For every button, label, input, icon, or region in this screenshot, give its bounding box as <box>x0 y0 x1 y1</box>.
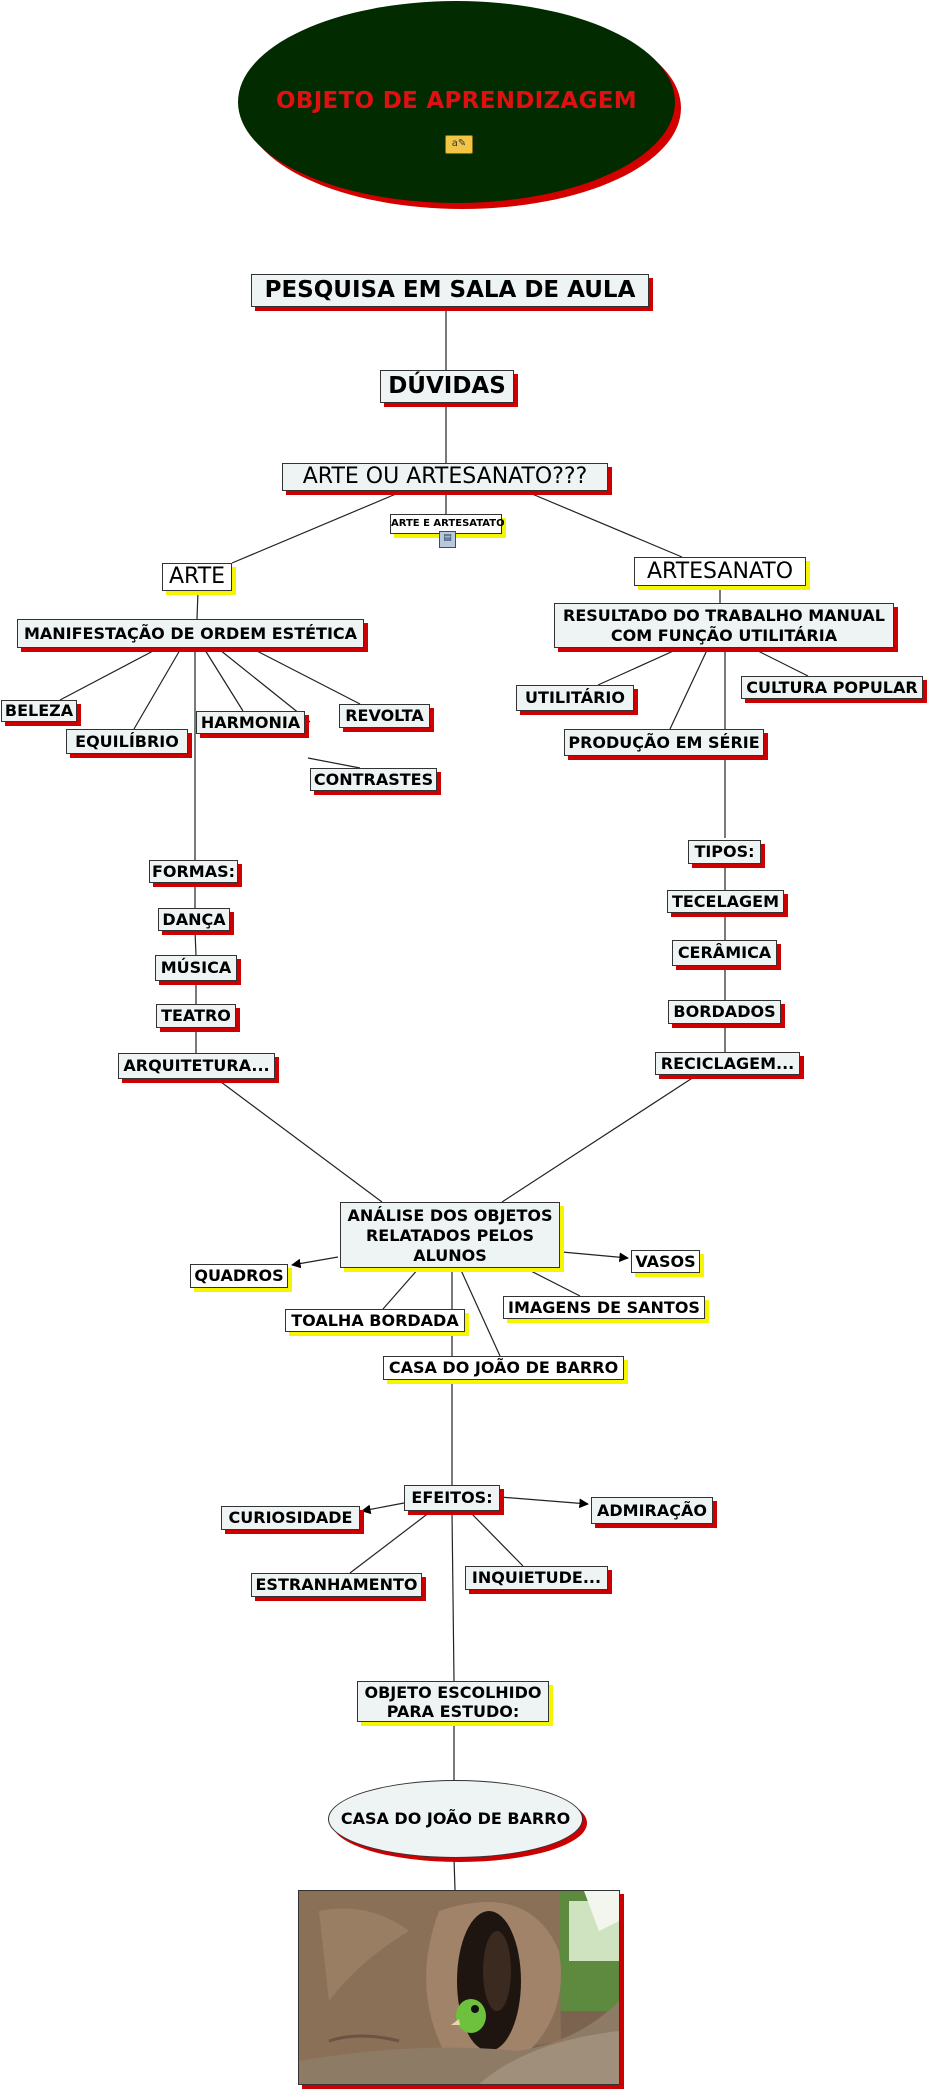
node-imagens-santos: IMAGENS DE SANTOS <box>503 1296 705 1319</box>
node-objeto-escolhido: OBJETO ESCOLHIDO PARA ESTUDO: <box>357 1681 549 1722</box>
node-reciclagem: RECICLAGEM... <box>655 1052 800 1075</box>
node-estranhamento: ESTRANHAMENTO <box>251 1573 422 1597</box>
analise-line-3: ALUNOS <box>413 1246 487 1265</box>
node-formas: FORMAS: <box>149 860 238 883</box>
node-equilibrio: EQUILÍBRIO <box>66 729 188 754</box>
node-curiosidade: CURIOSIDADE <box>221 1506 360 1530</box>
node-danca: DANÇA <box>158 908 230 931</box>
node-cultura-popular: CULTURA POPULAR <box>741 676 923 699</box>
node-inquietude: INQUIETUDE... <box>465 1566 608 1590</box>
node-arte-ou-artesanato: ARTE OU ARTESANATO??? <box>282 463 608 491</box>
objeto-line-2: PARA ESTUDO: <box>386 1702 520 1721</box>
node-resultado: RESULTADO DO TRABALHO MANUAL COM FUNÇÃO … <box>554 603 894 648</box>
node-tipos: TIPOS: <box>688 840 761 864</box>
node-artesanato: ARTESANATO <box>634 557 806 586</box>
node-arte: ARTE <box>162 563 232 591</box>
node-analise: ANÁLISE DOS OBJETOS RELATADOS PELOS ALUN… <box>340 1202 560 1268</box>
node-arquitetura: ARQUITETURA... <box>118 1053 275 1079</box>
node-tecelagem: TECELAGEM <box>667 890 784 913</box>
node-bordados: BORDADOS <box>668 1000 781 1024</box>
node-producao: PRODUÇÃO EM SÉRIE <box>564 729 764 756</box>
node-beleza: BELEZA <box>1 700 77 722</box>
document-icon[interactable]: ▤ <box>439 531 456 548</box>
node-teatro: TEATRO <box>156 1004 236 1028</box>
joao-de-barro-nest-photo <box>298 1890 620 2085</box>
title-text: OBJETO DE APRENDIZAGEM <box>276 88 637 114</box>
node-efeitos: EFEITOS: <box>404 1485 500 1511</box>
node-casa-joao-de-barro: CASA DO JOÃO DE BARRO <box>383 1356 624 1380</box>
node-contrastes: CONTRASTES <box>310 768 437 791</box>
resultado-line-1: RESULTADO DO TRABALHO MANUAL <box>563 606 885 625</box>
analise-line-2: RELATADOS PELOS <box>365 1226 535 1245</box>
resultado-line-2: COM FUNÇÃO UTILITÁRIA <box>610 626 838 645</box>
resource-icon[interactable]: a✎ <box>445 135 473 154</box>
node-pesquisa: PESQUISA EM SALA DE AULA <box>251 274 649 307</box>
node-manifestacao: MANIFESTAÇÃO DE ORDEM ESTÉTICA <box>17 619 364 648</box>
node-harmonia: HARMONIA <box>196 711 305 734</box>
analise-line-1: ANÁLISE DOS OBJETOS <box>347 1206 553 1225</box>
node-vasos: VASOS <box>631 1250 700 1273</box>
node-utilitario: UTILITÁRIO <box>516 685 634 711</box>
node-casa-final: CASA DO JOÃO DE BARRO <box>328 1780 583 1858</box>
node-toalha-bordada: TOALHA BORDADA <box>285 1309 465 1332</box>
objeto-line-1: OBJETO ESCOLHIDO <box>364 1683 542 1702</box>
node-duvidas: DÚVIDAS <box>380 370 514 403</box>
node-ceramica: CERÂMICA <box>672 940 777 966</box>
node-revolta: REVOLTA <box>339 704 430 728</box>
title-ellipse: OBJETO DE APRENDIZAGEM a✎ <box>238 1 675 203</box>
node-admiracao: ADMIRAÇÃO <box>591 1497 713 1524</box>
node-quadros: QUADROS <box>190 1264 288 1288</box>
node-musica: MÚSICA <box>155 955 237 981</box>
